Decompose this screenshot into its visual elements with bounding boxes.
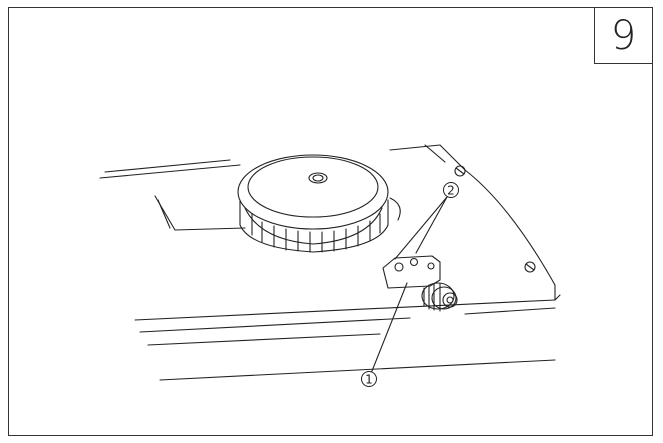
knob-grip-ridges bbox=[251, 213, 381, 253]
callout-2-label: 2 bbox=[447, 184, 455, 198]
step-number-box: 9 bbox=[594, 7, 653, 64]
callout-leaders bbox=[371, 196, 448, 372]
small-adjuster-knob bbox=[421, 282, 458, 312]
callout-1: 1 bbox=[361, 371, 377, 387]
instruction-frame: 9 bbox=[8, 7, 653, 436]
bracket-assembly bbox=[382, 255, 441, 289]
mounting-holes bbox=[454, 165, 536, 273]
knurled-knob bbox=[237, 154, 401, 253]
callout-1-label: 1 bbox=[365, 373, 373, 387]
step-number: 9 bbox=[610, 12, 637, 59]
machine-body-outline bbox=[99, 144, 561, 381]
callout-2: 2 bbox=[443, 182, 459, 198]
